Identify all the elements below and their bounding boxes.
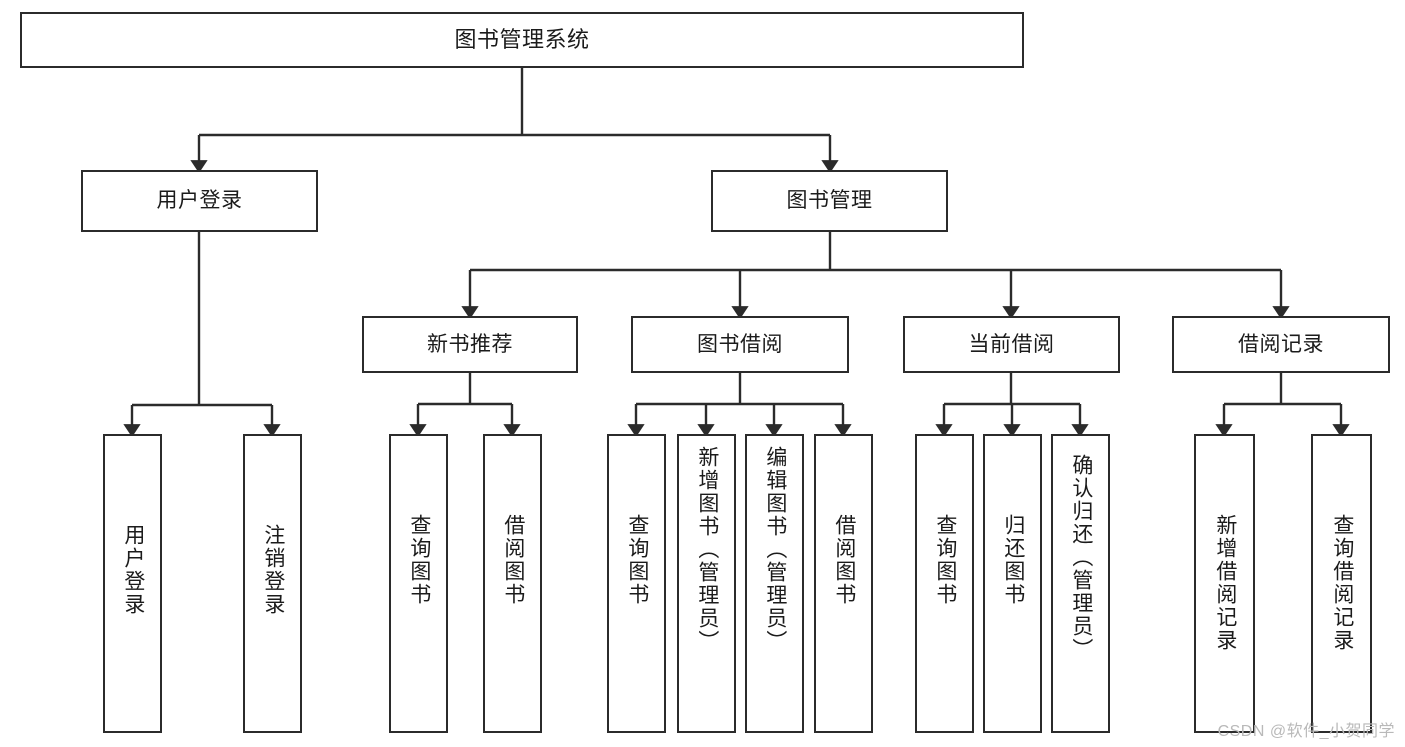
node-new-book-recommend[interactable]: 新书推荐 (362, 316, 578, 373)
node-label: 用户登录 (156, 189, 243, 213)
node-label: 新增借阅记录 (1213, 514, 1237, 652)
node-label: 新增图书（管理员） (695, 446, 719, 653)
node-label: 图书管理系统 (454, 26, 590, 52)
node-label: 查询图书 (407, 514, 431, 606)
leaf-return-book[interactable]: 归还图书 (983, 434, 1042, 733)
leaf-borrow-book-1[interactable]: 借阅图书 (483, 434, 542, 733)
watermark: CSDN @软件_小贺同学 (1217, 723, 1395, 740)
node-label: 编辑图书（管理员） (763, 446, 787, 653)
leaf-edit-book[interactable]: 编辑图书（管理员） (745, 434, 804, 733)
node-label: 查询借阅记录 (1330, 514, 1354, 652)
node-label: 图书管理 (786, 189, 873, 213)
leaf-confirm-return[interactable]: 确认归还（管理员） (1051, 434, 1110, 733)
node-label: 当前借阅 (968, 332, 1055, 356)
leaf-logout-login[interactable]: 注销登录 (243, 434, 302, 733)
leaf-query-book-2[interactable]: 查询图书 (607, 434, 666, 733)
leaf-borrow-book-2[interactable]: 借阅图书 (814, 434, 873, 733)
node-label: 新书推荐 (427, 332, 513, 356)
node-label: 确认归还（管理员） (1069, 454, 1093, 661)
leaf-add-book[interactable]: 新增图书（管理员） (677, 434, 736, 733)
node-current-borrow[interactable]: 当前借阅 (903, 316, 1120, 373)
node-root-system[interactable]: 图书管理系统 (20, 12, 1024, 68)
leaf-query-book-3[interactable]: 查询图书 (915, 434, 974, 733)
node-book-borrow[interactable]: 图书借阅 (631, 316, 849, 373)
node-label: 借阅图书 (832, 514, 856, 606)
node-label: 查询图书 (933, 514, 957, 606)
node-borrow-record[interactable]: 借阅记录 (1172, 316, 1390, 373)
node-label: 注销登录 (261, 524, 285, 616)
node-user-login[interactable]: 用户登录 (81, 170, 318, 232)
node-label: 查询图书 (625, 514, 649, 606)
node-label: 借阅图书 (501, 514, 525, 606)
leaf-add-record[interactable]: 新增借阅记录 (1194, 434, 1255, 733)
leaf-user-login[interactable]: 用户登录 (103, 434, 162, 733)
node-book-manage[interactable]: 图书管理 (711, 170, 948, 232)
node-label: 归还图书 (1001, 514, 1025, 606)
node-label: 用户登录 (121, 524, 145, 616)
leaf-query-book-1[interactable]: 查询图书 (389, 434, 448, 733)
leaf-query-record[interactable]: 查询借阅记录 (1311, 434, 1372, 733)
node-label: 借阅记录 (1238, 332, 1324, 356)
node-label: 图书借阅 (697, 332, 783, 356)
